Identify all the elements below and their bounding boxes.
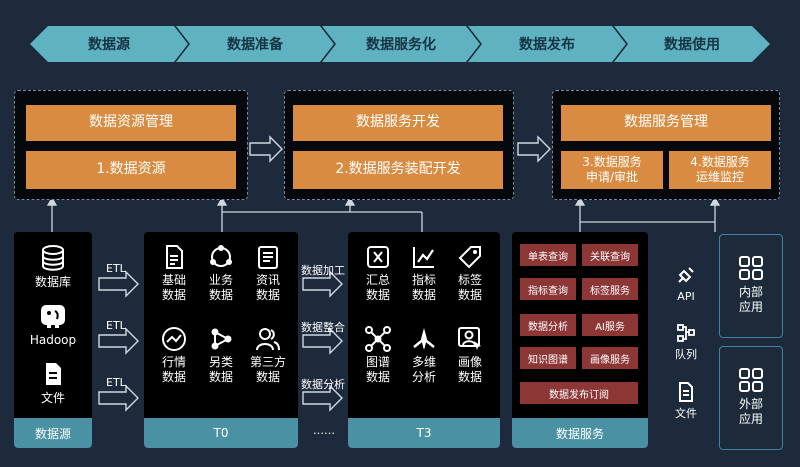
t3-item: 标签 数据	[440, 244, 500, 303]
file-access-item: 文件	[656, 381, 716, 421]
portrait-icon	[458, 327, 481, 350]
queue-icon	[677, 324, 695, 342]
t3-item: 多维 分析	[394, 326, 454, 385]
process-label: 数据加工	[301, 264, 345, 277]
service-button[interactable]: 数据分析	[520, 314, 576, 336]
internal-app-box: 内部 应用	[719, 234, 783, 338]
database-item: 数据库	[23, 244, 83, 290]
t3-item: 指标 数据	[394, 244, 454, 303]
t0-item: 第三方 数据	[238, 326, 298, 385]
panel-t3: 汇总 数据 指标 数据 标签 数据 图谱 数据 多维 分析 画像 数据 T3	[348, 232, 500, 448]
service-assembly-box: 2.数据服务装配开发	[293, 151, 503, 189]
subscribe-button[interactable]: 数据发布订阅	[520, 382, 638, 404]
apps-grid-icon	[739, 368, 763, 392]
panel-data-services: 单表查询 关联查询 指标查询 标签服务 数据分析 AI服务 知识图谱 画像服务 …	[512, 232, 648, 448]
news-icon	[258, 246, 278, 269]
panel-data-source: 数据库 Hadoop 文件 数据源	[14, 232, 92, 448]
group-resource-management: 数据资源管理 1.数据资源	[14, 90, 248, 200]
hadoop-elephant-icon	[41, 305, 65, 328]
plug-icon	[678, 267, 694, 283]
resource-management-title: 数据资源管理	[26, 105, 236, 141]
share-nodes-icon	[211, 328, 232, 350]
multidimension-icon	[413, 328, 435, 350]
service-approval-box: 3.数据服务 申请/审批	[561, 151, 663, 189]
queue-item: 队列	[656, 322, 716, 362]
apps-grid-icon	[739, 256, 763, 280]
process-label: 数据分析	[301, 378, 345, 391]
group-service-development: 数据服务开发 2.数据服务装配开发	[284, 90, 514, 200]
file-icon	[46, 363, 61, 385]
summary-chip-icon	[367, 246, 389, 268]
service-button[interactable]: 标签服务	[582, 278, 638, 300]
stage-data-use: 数据使用	[614, 26, 770, 62]
process-label: 数据整合	[301, 321, 345, 334]
external-app-box: 外部 应用	[719, 346, 783, 450]
data-resource-box: 1.数据资源	[26, 151, 236, 189]
t3-item: 汇总 数据	[348, 244, 408, 303]
graph-nodes-icon	[365, 326, 391, 352]
service-button[interactable]: 画像服务	[582, 347, 638, 369]
service-button[interactable]: 指标查询	[520, 278, 576, 300]
t3-item: 图谱 数据	[348, 326, 408, 385]
t0-item: 资讯 数据	[238, 244, 298, 303]
trend-icon	[162, 327, 186, 351]
data-services-footer: 数据服务	[512, 418, 648, 448]
etl-label: ETL	[106, 319, 126, 332]
database-icon	[42, 245, 64, 271]
file-item: 文件	[23, 360, 83, 406]
t3-footer: T3	[348, 418, 500, 448]
t0-item: 业务 数据	[191, 244, 251, 303]
service-development-title: 数据服务开发	[293, 105, 503, 141]
file-icon	[679, 382, 693, 402]
t0-item: 行情 数据	[144, 326, 204, 385]
service-button[interactable]: AI服务	[582, 314, 638, 336]
stage-data-source: 数据源	[30, 26, 188, 62]
t0-item: 基础 数据	[144, 244, 204, 303]
service-button[interactable]: 单表查询	[520, 244, 576, 266]
panel-t0: 基础 数据 业务 数据 资讯 数据 行情 数据 另类 数据 第三方 数据 T0	[144, 232, 298, 448]
data-source-footer: 数据源	[14, 418, 92, 448]
api-item: API	[656, 264, 716, 304]
etl-label: ETL	[106, 376, 126, 389]
t3-item: 画像 数据	[440, 326, 500, 385]
hadoop-item: Hadoop	[23, 302, 83, 348]
tag-icon	[458, 246, 481, 269]
t0-item: 另类 数据	[191, 326, 251, 385]
stage-data-servicization: 数据服务化	[322, 26, 480, 62]
t0-footer: T0	[144, 418, 298, 448]
etl-label: ETL	[106, 262, 126, 275]
ellipsis-label: ……	[313, 424, 335, 437]
cycle-icon	[210, 245, 232, 267]
stage-data-publish: 数据发布	[468, 26, 626, 62]
service-ops-box: 4.数据服务 运维监控	[669, 151, 771, 189]
users-icon	[256, 328, 280, 351]
stage-data-prep: 数据准备	[176, 26, 334, 62]
line-chart-icon	[413, 247, 434, 268]
document-icon	[166, 245, 183, 269]
group-service-management: 数据服务管理 3.数据服务 申请/审批 4.数据服务 运维监控	[552, 90, 780, 200]
service-button[interactable]: 关联查询	[582, 244, 638, 266]
service-button[interactable]: 知识图谱	[520, 347, 576, 369]
service-management-title: 数据服务管理	[561, 105, 771, 141]
